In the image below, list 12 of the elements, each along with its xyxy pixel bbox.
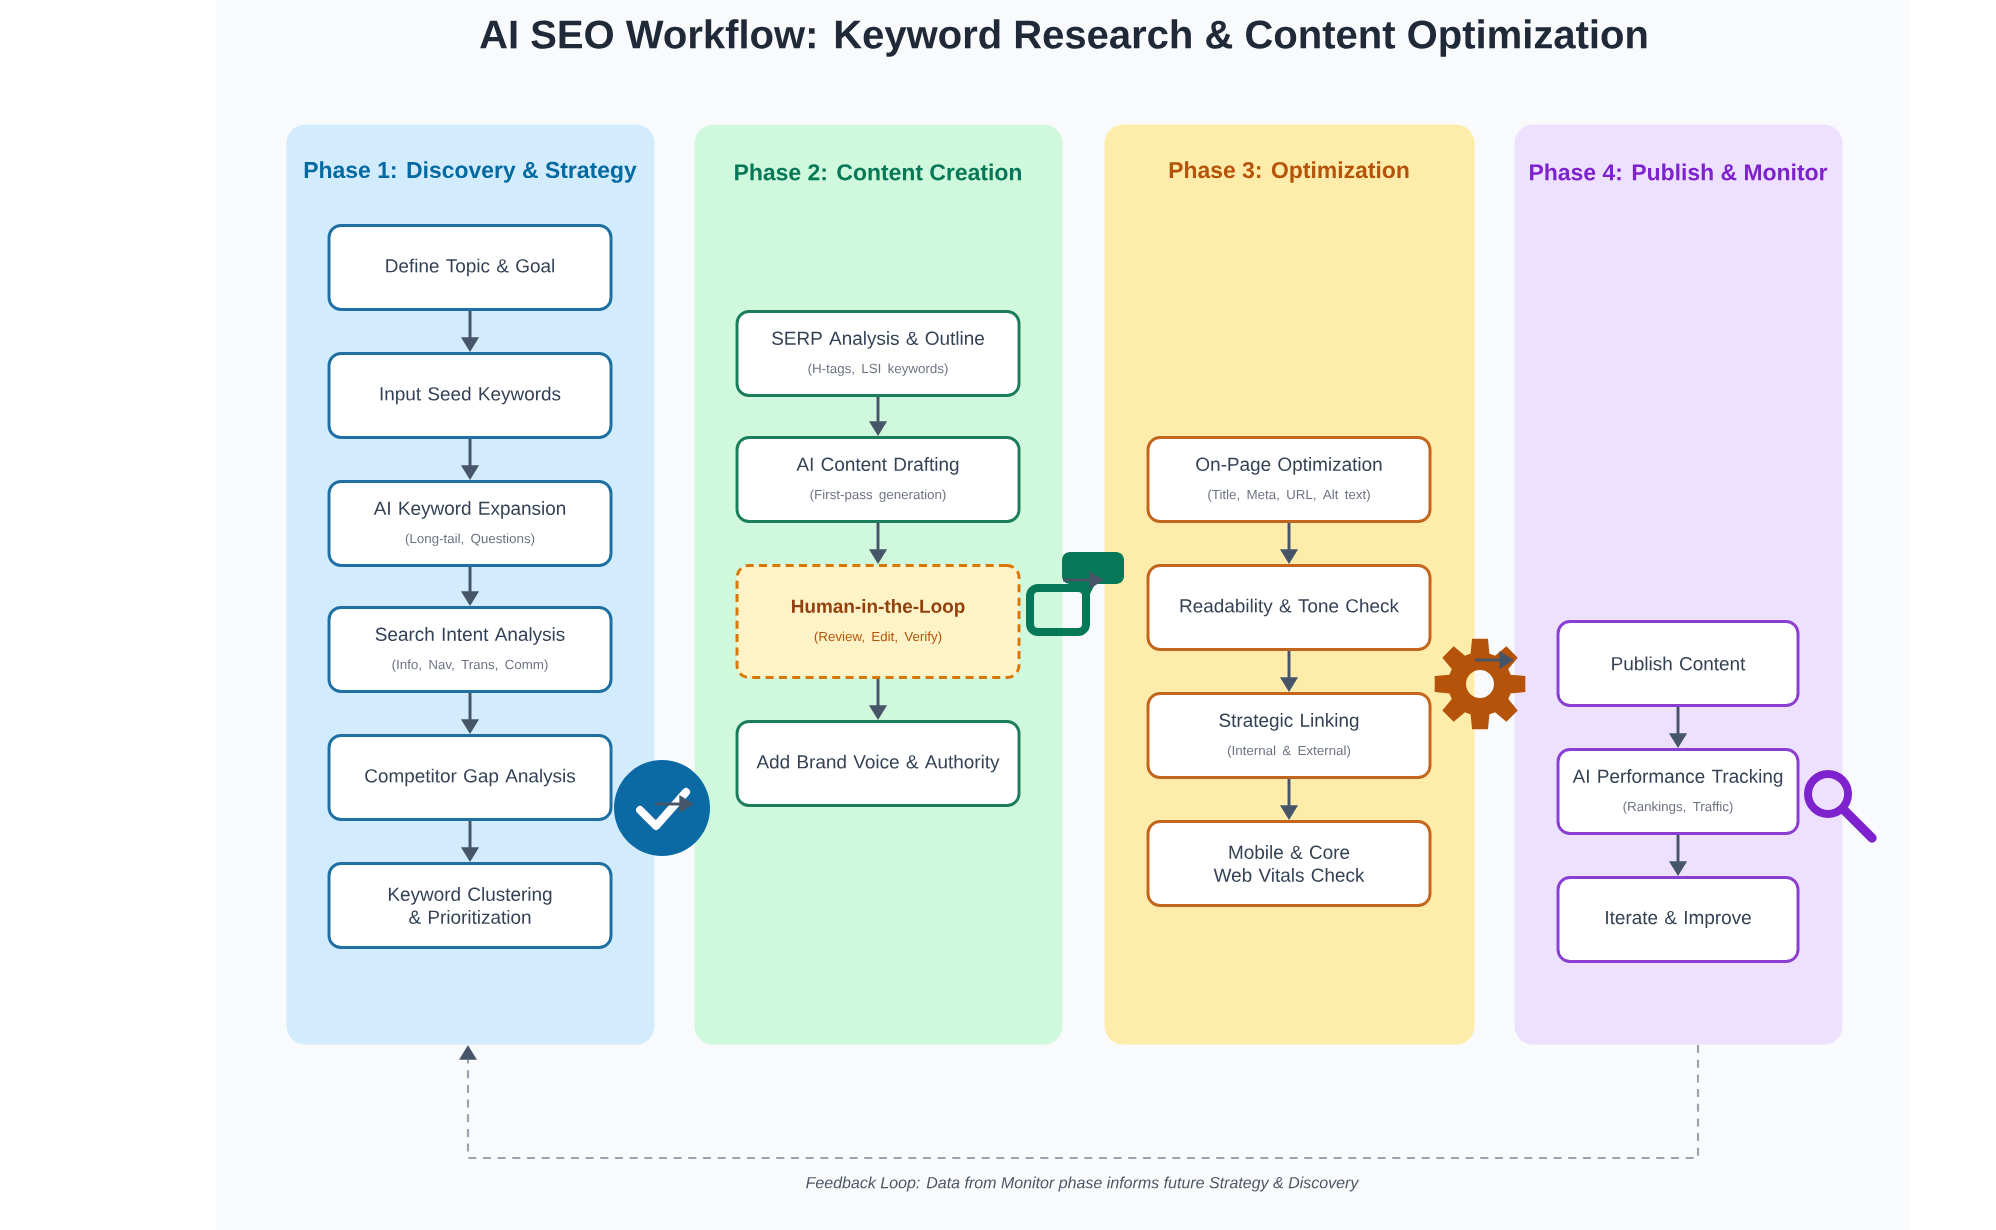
process-box: Input Seed Keywords	[327, 352, 613, 439]
process-box: Define Topic & Goal	[327, 224, 613, 311]
process-box: Keyword Clustering & Prioritization	[327, 862, 613, 949]
process-box: Add Brand Voice & Authority	[735, 720, 1021, 807]
process-box: Iterate & Improve	[1556, 876, 1800, 963]
dashed-arrow	[459, 1045, 1700, 1160]
diagram-title: AI SEO Workflow: Keyword Research & Content Optimization	[480, 19, 1647, 57]
process-box: Readability & Tone Check	[1146, 564, 1432, 651]
process-box: Mobile & Core Web Vitals Check	[1146, 820, 1432, 907]
edge-label: Feedback Loop: Data from Monitor phase informs future Strategy & Discovery	[801, 1172, 1363, 1196]
process-box: Publish Content	[1556, 620, 1800, 707]
process-box: Competitor Gap Analysis	[327, 734, 613, 821]
